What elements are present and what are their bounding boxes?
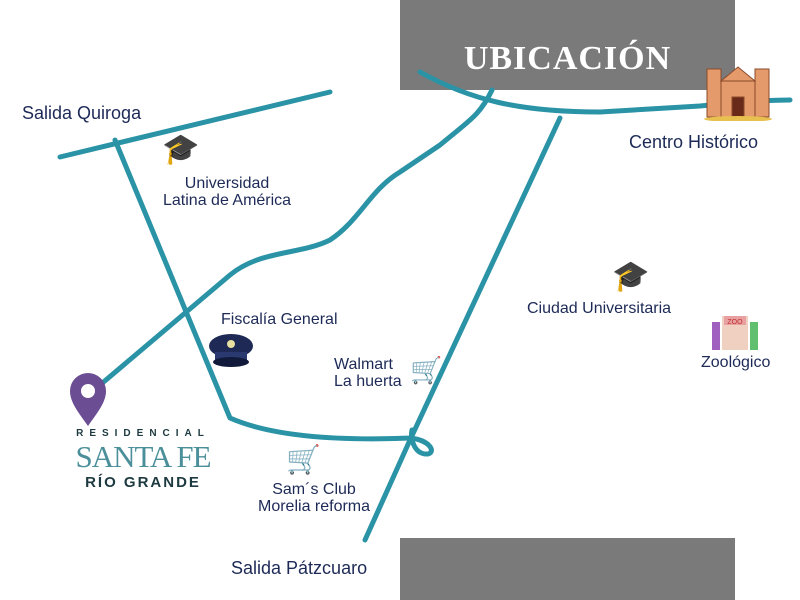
logo-line1: RESIDENCIAL: [76, 428, 210, 439]
graduation-cap-icon: 🎓: [612, 260, 650, 293]
location-pin-icon: [68, 372, 108, 428]
label-fiscalia: Fiscalía General: [221, 311, 338, 328]
logo-line2: SANTA FE: [75, 439, 211, 474]
label-salida-patzcuaro: Salida Pátzcuaro: [231, 558, 368, 578]
label-walmart-line1: Walmart: [334, 356, 393, 373]
bottom-banner: [400, 538, 735, 600]
label-walmart: Walmart La huerta: [334, 356, 402, 390]
label-centro-historico: Centro Histórico: [629, 132, 759, 152]
logo-line3: RÍO GRANDE: [85, 474, 201, 491]
church-icon: [703, 57, 773, 122]
shopping-cart-icon: 🛒: [410, 355, 443, 385]
page-title: UBICACIÓN: [463, 40, 672, 77]
zoo-icon: ZOO: [710, 306, 760, 350]
road-quiroga: [57, 89, 333, 160]
label-walmart-line2: La huerta: [334, 373, 402, 390]
road-periferico-north: [97, 87, 495, 388]
svg-text:ZOO: ZOO: [727, 319, 743, 326]
graduation-cap-icon: 🎓: [162, 133, 200, 166]
top-banner: [400, 0, 735, 90]
shopping-cart-icon: 🛒: [286, 444, 321, 475]
label-sams: Sam´s Club Morelia reforma: [258, 481, 370, 515]
label-universidad-line2: Latina de América: [163, 192, 292, 209]
label-sams-line1: Sam´s Club: [272, 481, 356, 498]
police-cap-icon: [207, 330, 255, 368]
road-main: [362, 115, 563, 543]
logo-santa-fe: RESIDENCIAL SANTA FE RÍO GRANDE: [66, 428, 220, 492]
label-sams-line2: Morelia reforma: [258, 498, 371, 515]
label-ciudad-universitaria: Ciudad Universitaria: [527, 300, 672, 317]
road-west: [112, 137, 434, 457]
label-universidad-line1: Universidad: [184, 175, 270, 192]
label-universidad: Universidad Latina de América: [163, 175, 291, 209]
label-salida-quiroga: Salida Quiroga: [22, 103, 142, 123]
label-zoologico: Zoológico: [701, 354, 771, 371]
